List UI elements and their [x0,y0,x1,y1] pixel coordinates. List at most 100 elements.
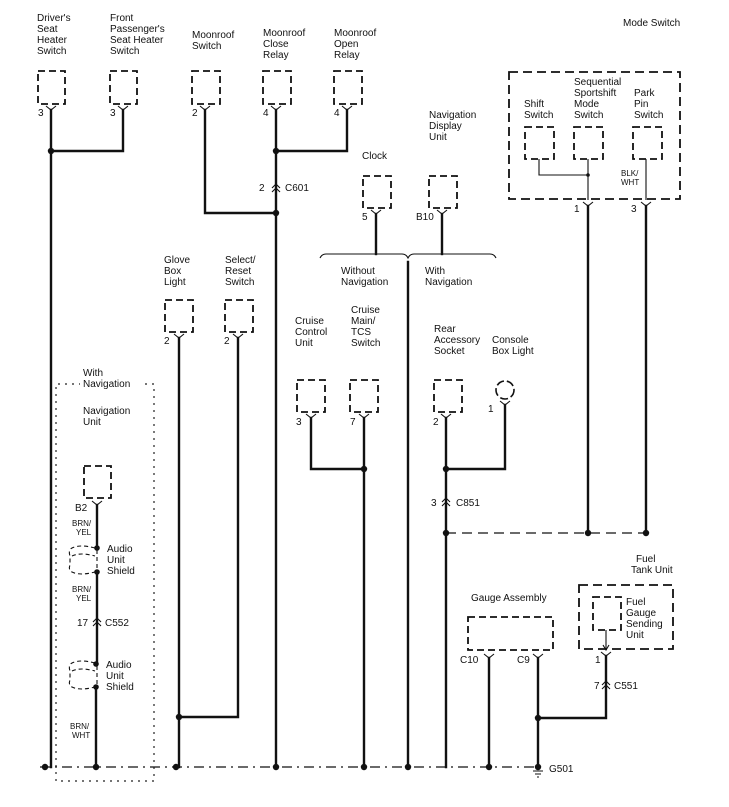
label-line: Box Light [492,346,534,357]
label-line: Unit [295,338,313,349]
mode-switch: Mode Switch Shift Switch Sequential Spor… [508,18,681,215]
label-line: TCS [351,327,371,338]
splice [47,147,55,155]
splice [404,763,412,771]
rear-accessory-socket: Rear Accessory Socket 2 [433,324,480,428]
label-line: Unit [83,417,101,428]
wire-color: WHT [621,178,639,187]
connector-pin: 3 [431,498,437,509]
connector-icon [601,680,611,690]
splice [172,763,180,771]
label-line: Rear [434,324,456,335]
label-line: Seat Heater [110,35,164,46]
connector-pin: 7 [594,681,600,692]
component-box [37,70,66,105]
component-box [362,175,392,209]
label-line: Fuel [626,597,645,608]
label-line: Console [492,335,529,346]
splice [360,763,368,771]
splice [485,763,493,771]
moonroof-switch: Moonroof Switch 2 [191,30,234,119]
splice [41,763,49,771]
connector-name: C851 [456,498,480,509]
wire-color: YEL [76,528,92,537]
label-line: Control [295,327,327,338]
glove-box-light: Glove Box Light 2 [164,255,194,347]
component-box [164,299,194,333]
connector-icon [271,183,281,193]
wire-color: YEL [76,594,92,603]
moonroof-close-relay: Moonroof Close Relay 4 [262,28,305,119]
arrow-icon [602,644,610,652]
wires [40,108,648,769]
pin-number: 3 [631,204,637,215]
wire-color: WHT [72,731,90,740]
label-line: Cruise [351,305,380,316]
region-label: Navigation [83,379,130,390]
component-box [296,379,326,413]
wire [203,108,278,215]
bulb-icon [495,380,515,400]
wire [309,416,366,471]
splice [442,465,450,473]
label-line: Switch [225,277,254,288]
label-line: Heater [37,35,68,46]
pin-number: 2 [192,108,198,119]
label-line: Unit [106,671,124,682]
label-line: Shield [106,682,134,693]
label-line: Moonroof [263,28,305,39]
with-navigation-outline [55,383,155,782]
variant-label: Without [341,266,375,277]
select-reset-switch: Select/ Reset Switch 2 [224,255,256,347]
shield-icon [68,660,96,690]
wire-color: BRN/ [72,519,92,528]
pin-number: 3 [38,108,44,119]
label-line: Reset [225,266,251,277]
pin-number: C10 [460,655,479,666]
splice [534,714,542,722]
label-line: Shield [107,566,135,577]
label-line: Display [429,121,462,132]
pin-number: 2 [433,417,439,428]
label-line: Sportshift [574,88,616,99]
label-line: Shift [524,99,544,110]
label-line: Park [634,88,656,99]
pin-number: 1 [488,404,494,415]
connector-c601: 2 C601 [259,183,309,194]
label-line: Glove [164,255,191,266]
navigation-unit: With Navigation Navigation Unit B2 BRN/ … [55,368,155,782]
label-line: Switch [351,338,380,349]
label-line: Passenger's [110,24,165,35]
label-line: Switch [192,41,221,52]
label-line: Audio [107,544,133,555]
splice [272,763,280,771]
gauge-assembly-label: Gauge Assembly [471,593,547,604]
cruise-main-tcs-switch: Cruise Main/ TCS Switch 7 [349,305,380,428]
connector-c552: 17 C552 [77,617,129,629]
splice [534,763,542,771]
label-line: Moonroof [334,28,376,39]
pin-number: C9 [517,655,530,666]
component-box [83,465,112,499]
splice [272,147,280,155]
wire [177,336,240,719]
gauge-assembly: Gauge Assembly C10 C9 [460,593,554,666]
splice [584,529,592,537]
splice [360,465,368,473]
shift-switch-box [524,126,555,160]
pin-number: 7 [350,417,356,428]
label-line: Sending [626,619,663,630]
label-line: Relay [263,50,289,61]
connector-icon [92,617,102,627]
connector-pin: 17 [77,618,89,629]
wire-color: BLK/ [621,169,639,178]
drivers-seat-heater-switch: Driver's Seat Heater Switch 3 [37,13,71,119]
pin-number: 5 [362,212,368,223]
label-line: Driver's [37,13,71,24]
wire [444,403,507,471]
pin-number: 2 [164,336,170,347]
component-box [224,299,254,333]
wire [274,108,349,153]
mode-switch-label: Mode Switch [623,18,680,29]
region-label: With [83,368,103,379]
